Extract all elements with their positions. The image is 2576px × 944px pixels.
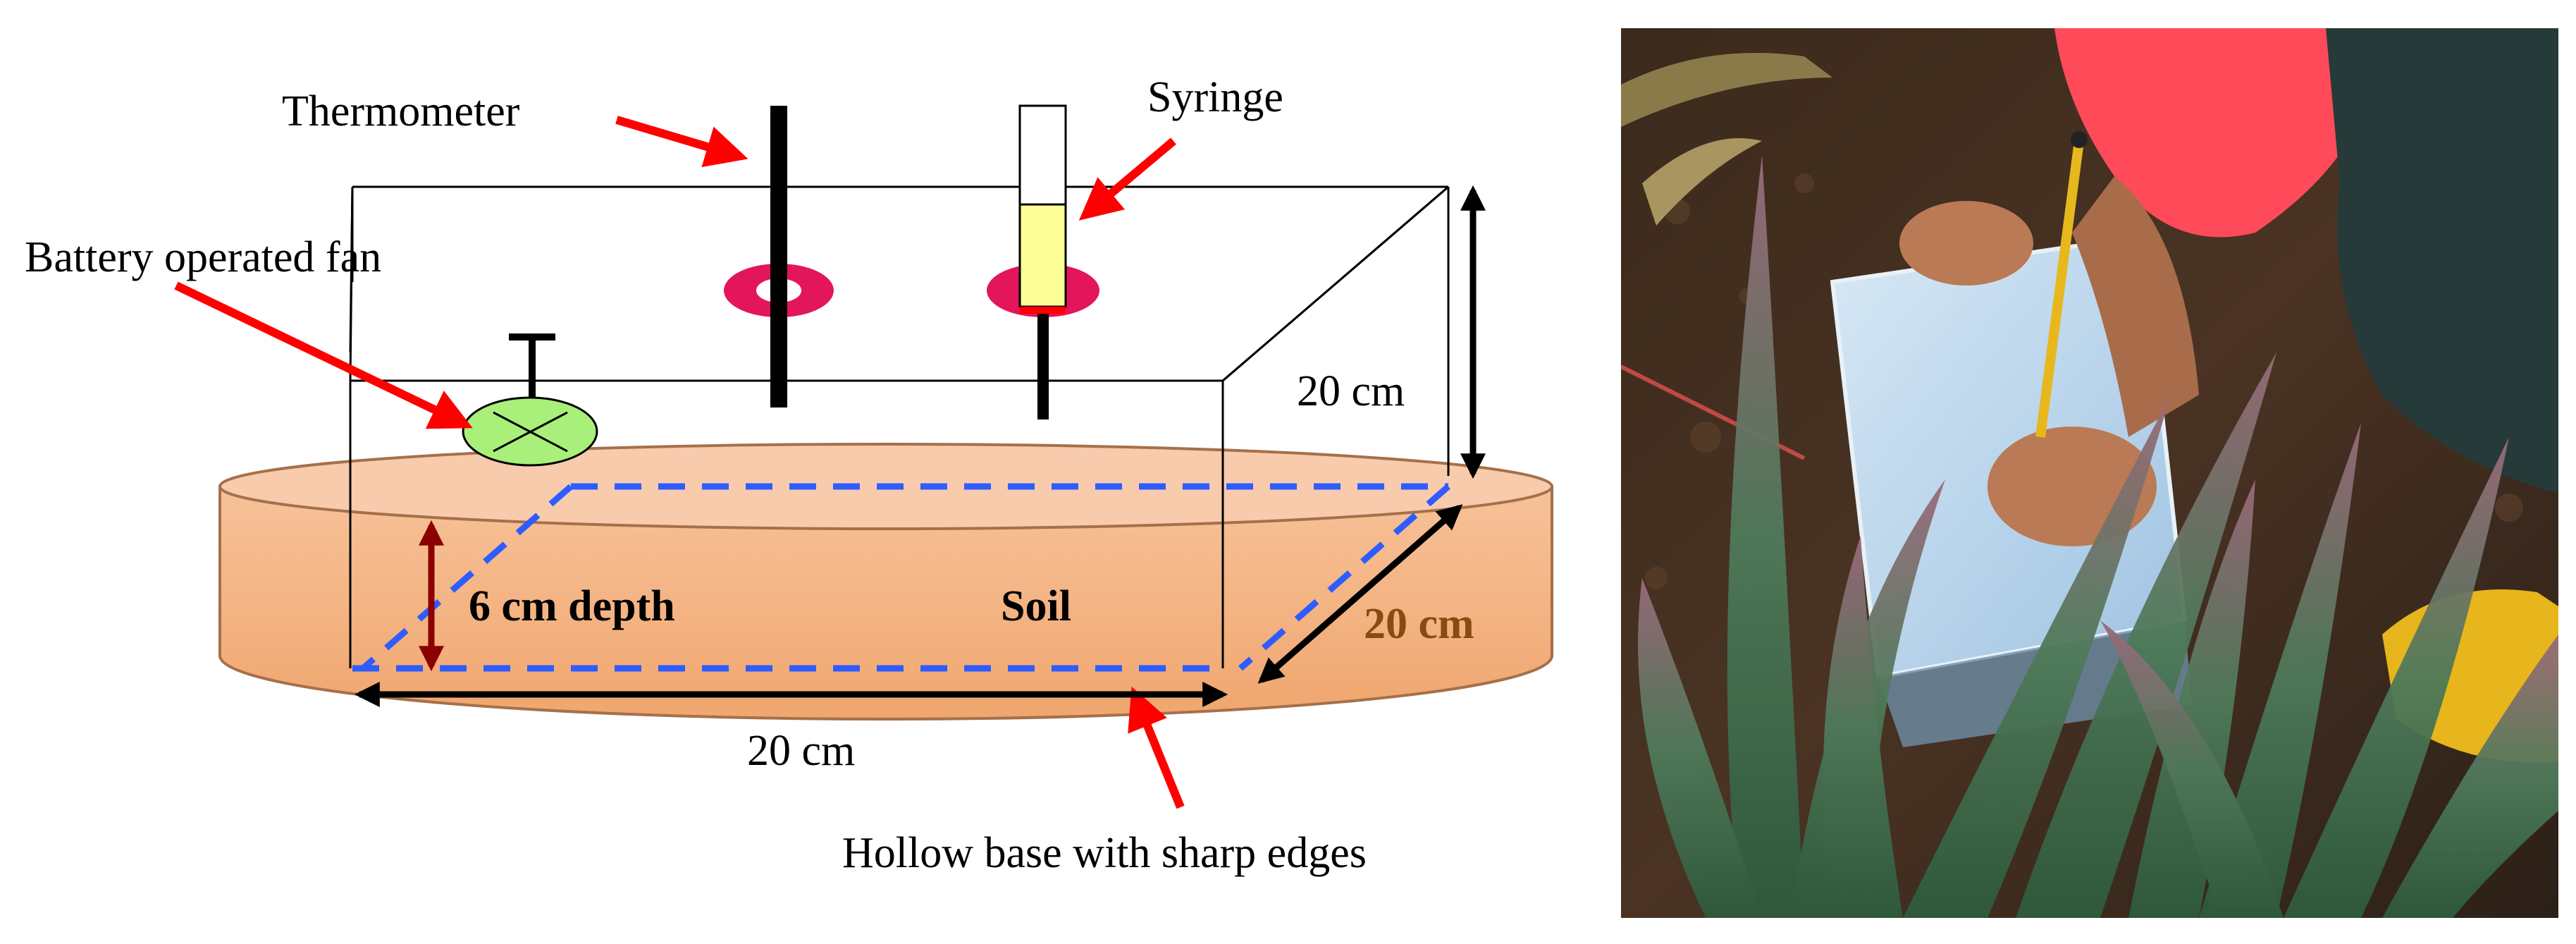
label-base: Hollow base with sharp edges [842,829,1367,877]
label-thermometer: Thermometer [282,87,520,135]
thermometer [724,106,834,407]
label-soil: Soil [1001,582,1071,630]
label-fan: Battery operated fan [25,233,381,281]
pointer-arrows [174,116,1185,809]
chamber-box [349,185,1450,668]
dimension-arrows [354,185,1486,707]
chamber-diagram: Thermometer Syringe Battery operated fan… [25,73,1553,877]
soil-cylinder [218,443,1553,721]
field-photo [1621,28,2558,918]
label-syringe: Syringe [1147,73,1283,121]
label-width-side: 20 cm [1364,600,1474,648]
battery-fan [462,333,598,467]
label-height: 20 cm [1297,367,1405,415]
label-depth: 6 cm depth [469,582,675,630]
syringe [987,104,1099,419]
label-width-bottom: 20 cm [747,727,855,775]
